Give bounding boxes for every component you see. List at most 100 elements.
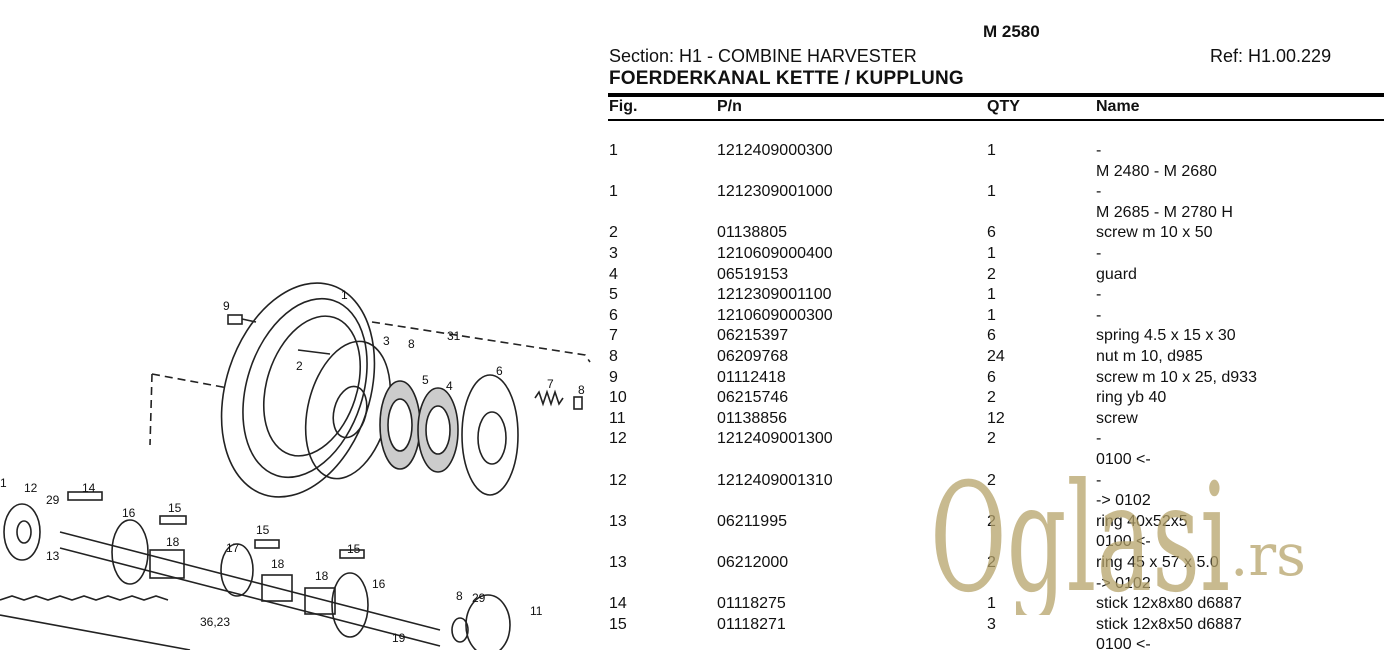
cell-qty: 2 xyxy=(987,554,996,571)
cell-name: - xyxy=(1096,286,1102,304)
svg-text:18: 18 xyxy=(166,535,180,549)
cell-qty: 24 xyxy=(987,348,1005,365)
header-rule xyxy=(608,93,1384,97)
cell-pn: 06215746 xyxy=(717,389,789,407)
chain xyxy=(0,595,169,601)
svg-text:8: 8 xyxy=(408,337,415,351)
cell-pn: 01138805 xyxy=(717,224,787,242)
column-header-fig: Fig. xyxy=(609,98,638,115)
svg-text:15: 15 xyxy=(347,542,361,556)
cell-qty: 1 xyxy=(987,183,996,201)
svg-text:6: 6 xyxy=(496,364,503,378)
cell-qty: 6 xyxy=(987,368,996,386)
cell-fig: 7 xyxy=(609,327,618,345)
flange xyxy=(461,374,519,496)
cell-fig: 5 xyxy=(609,286,618,304)
cell-name: - xyxy=(1096,183,1102,201)
cell-fig: 4 xyxy=(609,265,618,283)
cell-name: nut m 10, d985 xyxy=(1096,348,1203,365)
cell-fig: 12 xyxy=(609,471,627,489)
cell-qty: 1 xyxy=(987,142,996,159)
cell-fig: 3 xyxy=(609,245,618,262)
cell-qty: 1 xyxy=(987,595,996,613)
cell-qty: 2 xyxy=(987,430,996,448)
column-header-name: Name xyxy=(1096,98,1140,115)
cell-name: ring yb 40 xyxy=(1096,389,1167,407)
cell-pn: 01138856 xyxy=(717,409,787,427)
cell-name: - xyxy=(1096,306,1102,324)
cell-name: -> 0102 xyxy=(1096,574,1151,592)
cell-qty: 6 xyxy=(987,327,996,345)
cell-fig: 9 xyxy=(609,368,618,386)
cell-fig: 15 xyxy=(609,615,627,633)
svg-text:7: 7 xyxy=(547,377,554,391)
cell-name: screw xyxy=(1096,409,1138,427)
cell-pn: 06209768 xyxy=(717,348,789,365)
svg-text:19: 19 xyxy=(392,631,406,645)
svg-text:15: 15 xyxy=(168,501,182,515)
cell-name: ring 40x52x5 xyxy=(1096,512,1188,530)
svg-text:.rs: .rs xyxy=(1230,521,1306,589)
cell-pn: 1212309001100 xyxy=(717,286,832,304)
cell-fig: 1 xyxy=(609,142,618,159)
cell-qty: 2 xyxy=(987,512,996,530)
cell-pn: 1212409000300 xyxy=(717,142,833,159)
section-label: Section: H1 - COMBINE HARVESTER xyxy=(609,46,917,66)
cell-name: screw m 10 x 50 xyxy=(1096,224,1213,242)
svg-text:14: 14 xyxy=(82,481,96,495)
cell-pn: 06215397 xyxy=(717,327,789,345)
cell-fig: 12 xyxy=(609,430,627,448)
svg-text:12: 12 xyxy=(24,481,38,495)
cell-name: M 2685 - M 2780 H xyxy=(1096,203,1233,221)
cell-qty: 2 xyxy=(987,471,996,489)
cell-fig: 11 xyxy=(609,409,626,427)
cell-pn: 1212409001300 xyxy=(717,430,833,448)
cell-pn: 06212000 xyxy=(717,554,789,571)
cell-fig: 2 xyxy=(609,224,618,242)
cell-name: - xyxy=(1096,471,1102,489)
page-title: FOERDERKANAL KETTE / KUPPLUNG xyxy=(609,68,964,89)
sprocket xyxy=(111,519,149,585)
cell-name: screw m 10 x 25, d933 xyxy=(1096,368,1257,386)
svg-text:1: 1 xyxy=(341,288,348,302)
svg-text:36,23: 36,23 xyxy=(200,615,230,629)
cell-pn: 01118271 xyxy=(717,615,786,633)
cell-pn: 1212409001310 xyxy=(717,471,833,489)
cell-name: - xyxy=(1096,245,1102,262)
cell-fig: 13 xyxy=(609,512,627,530)
svg-text:17: 17 xyxy=(226,541,240,555)
cell-pn: 1210609000400 xyxy=(717,245,833,262)
svg-text:16: 16 xyxy=(372,577,386,591)
cell-name: 0100 <- xyxy=(1096,636,1151,654)
cell-qty: 1 xyxy=(987,245,996,262)
svg-text:4: 4 xyxy=(446,379,453,393)
cell-qty: 6 xyxy=(987,224,996,242)
svg-text:2: 2 xyxy=(296,359,303,373)
cell-fig: 8 xyxy=(609,348,618,365)
cell-qty: 2 xyxy=(987,265,996,283)
svg-text:8: 8 xyxy=(578,383,585,397)
svg-text:3: 3 xyxy=(383,334,390,348)
spring xyxy=(534,389,564,407)
svg-text:31: 31 xyxy=(447,329,461,343)
cell-name: stick 12x8x50 d6887 xyxy=(1096,615,1242,633)
cell-pn: 06519153 xyxy=(717,265,789,283)
cell-qty: 3 xyxy=(987,615,996,633)
cell-name: - xyxy=(1096,142,1102,159)
cell-name: - xyxy=(1096,430,1102,448)
svg-text:13: 13 xyxy=(46,549,60,563)
reference-number: Ref: H1.00.229 xyxy=(1210,46,1332,66)
svg-text:16: 16 xyxy=(122,506,136,520)
column-header-pn: P/n xyxy=(717,98,742,115)
svg-text:18: 18 xyxy=(315,569,329,583)
svg-text:1: 1 xyxy=(0,476,7,490)
svg-text:11: 11 xyxy=(530,604,543,618)
model-name: M 2580 xyxy=(983,22,1040,41)
cell-fig: 14 xyxy=(609,595,627,613)
cell-qty: 1 xyxy=(987,306,996,324)
svg-text:5: 5 xyxy=(422,373,429,387)
shaft xyxy=(59,531,441,631)
cell-pn: 1210609000300 xyxy=(717,306,833,324)
column-header-rule xyxy=(608,119,1384,121)
